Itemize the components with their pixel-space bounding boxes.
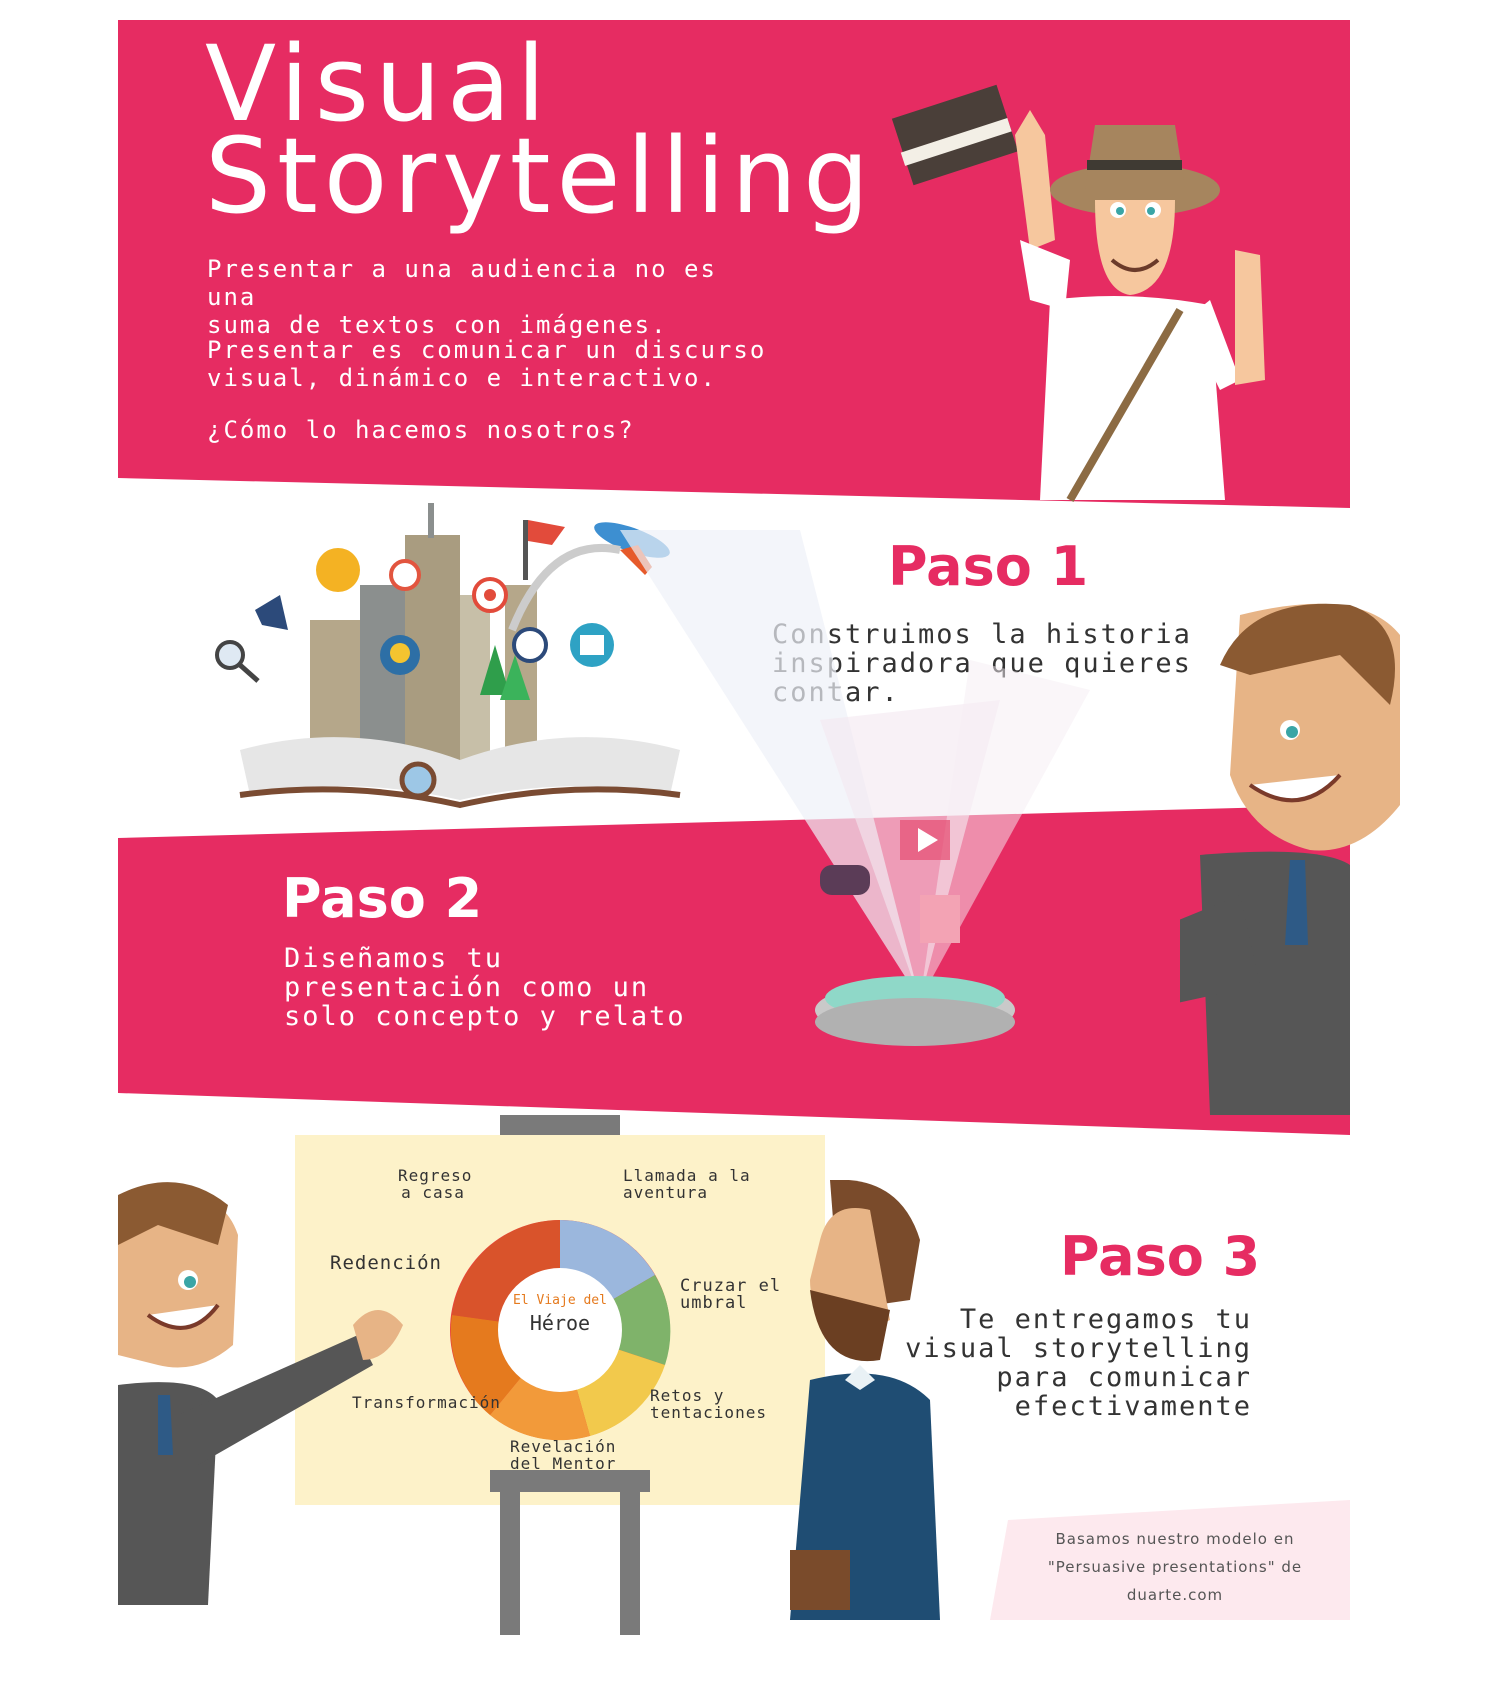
play-icon (900, 820, 950, 860)
label-retos: Retos y tentaciones (650, 1386, 767, 1422)
credit-line-3: duarte.com (1126, 1586, 1224, 1604)
credit-line-1: Basamos nuestro modelo en (1055, 1530, 1295, 1548)
label-revelacion: Revelación del Mentor (510, 1437, 617, 1473)
credit-box (990, 1500, 1350, 1620)
wheel-center-small: El Viaje del (513, 1293, 607, 1308)
stopwatch-icon (389, 559, 421, 591)
gamepad-icon (820, 865, 870, 895)
book-city-illustration (215, 503, 681, 809)
step1-title: Paso 1 (888, 535, 1089, 598)
intro-paragraph-2: Presentar es comunicar un discurso visua… (207, 336, 767, 392)
title-line-1: Visual (205, 23, 552, 145)
step3-text: Te entregamos tu visual storytelling par… (905, 1304, 1252, 1422)
title-line-2: Storytelling (205, 115, 876, 237)
credit-line-2: "Persuasive presentations" de (1047, 1558, 1303, 1576)
open-book-icon (239, 737, 681, 809)
explorer-character (891, 84, 1265, 503)
step3-title: Paso 3 (1060, 1225, 1261, 1288)
projector-beams (620, 530, 1090, 1046)
magnifier-icon (215, 640, 260, 683)
book-icon (891, 84, 1019, 186)
flag-icon (523, 520, 565, 580)
wheel-center-big: Héroe (529, 1311, 591, 1335)
clock-icon (512, 627, 548, 663)
step2-band (118, 805, 1350, 1135)
listener-character (790, 1180, 940, 1620)
label-regreso: Regreso a casa (398, 1166, 473, 1202)
megaphone-icon (255, 595, 288, 630)
label-llamada: Llamada a la aventura (623, 1166, 751, 1202)
step2-text: Diseñamos tu presentación como un solo c… (284, 943, 686, 1032)
page-title: Visual Storytelling (205, 23, 876, 237)
intro-paragraph-1: Presentar a una audiencia no es una suma… (207, 255, 717, 339)
credit-note: Basamos nuestro modelo en "Persuasive pr… (1000, 1525, 1350, 1609)
projector-icon (815, 976, 1015, 1046)
hero-wheel (450, 1220, 671, 1441)
intro-paragraph-3: ¿Cómo lo hacemos nosotros? (207, 416, 635, 444)
target-icon (472, 577, 508, 613)
lightbulb-icon (380, 635, 420, 675)
pdf-icon (920, 895, 960, 943)
sun-icon (316, 548, 360, 592)
label-cruzar: Cruzar el umbral (680, 1276, 782, 1313)
calendar-icon (570, 623, 614, 667)
left-presenter-character (118, 1182, 403, 1605)
label-transformacion: Transformación (352, 1393, 501, 1412)
label-redencion: Redención (330, 1252, 442, 1274)
presenter-character (1180, 603, 1400, 1115)
step2-title: Paso 2 (282, 867, 483, 930)
hero-journey-poster (295, 1115, 825, 1635)
